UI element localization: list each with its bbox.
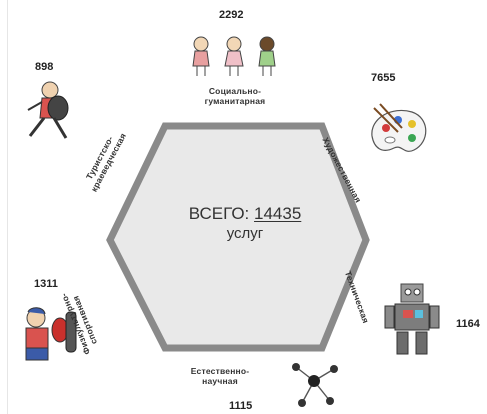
page-edge-line (7, 0, 8, 414)
units-label: услуг (226, 225, 264, 242)
count-science: 1115 (229, 400, 253, 412)
boxer-icon (25, 307, 77, 361)
count-social: 2292 (219, 9, 244, 21)
count-tech: 1164 (456, 318, 480, 330)
label-social: Социально- гуманитарная (204, 86, 266, 106)
count-art: 7655 (371, 72, 396, 84)
count-tourism: 898 (35, 61, 54, 73)
total-value: 14435 (254, 204, 302, 223)
total-label: ВСЕГО: (188, 204, 250, 223)
center-total: ВСЕГО: 14435 услуг (165, 204, 325, 244)
count-sport: 1311 (34, 278, 58, 290)
palette-icon (371, 103, 427, 152)
runner-icon (27, 81, 69, 139)
molecule-icon (292, 363, 338, 407)
robot-icon (384, 283, 440, 355)
label-science: Естественно- научная (190, 366, 250, 386)
children-icon (192, 36, 276, 76)
total-line: ВСЕГО: 14435 (165, 204, 325, 224)
